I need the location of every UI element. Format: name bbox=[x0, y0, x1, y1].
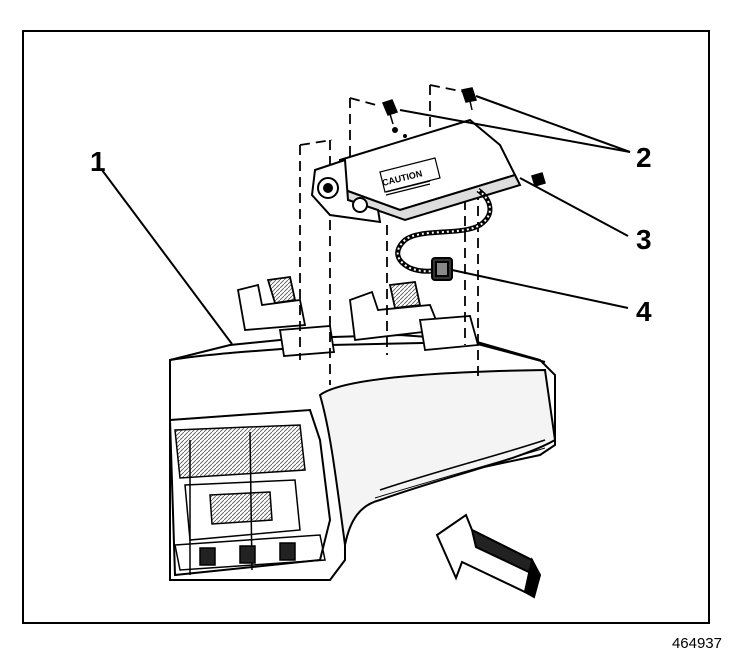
callout-2: 2 bbox=[636, 142, 652, 173]
fastener-right bbox=[461, 87, 477, 111]
callout-4: 4 bbox=[636, 296, 652, 327]
leader-lines bbox=[101, 95, 631, 345]
figure-number: 464937 bbox=[671, 635, 722, 652]
module-assembly bbox=[310, 118, 522, 224]
mounting-brackets bbox=[236, 275, 480, 357]
diagram-frame bbox=[22, 30, 710, 624]
module-label-barcode bbox=[385, 180, 431, 196]
callout-3: 3 bbox=[636, 224, 652, 255]
view-direction-arrow bbox=[435, 513, 542, 599]
panel-internal-structure bbox=[174, 424, 326, 575]
callout-1: 1 bbox=[90, 146, 106, 177]
electrical-connector bbox=[431, 257, 453, 281]
fastener-side bbox=[531, 172, 546, 187]
wiring-harness bbox=[395, 187, 493, 274]
fastener-left bbox=[381, 99, 399, 125]
